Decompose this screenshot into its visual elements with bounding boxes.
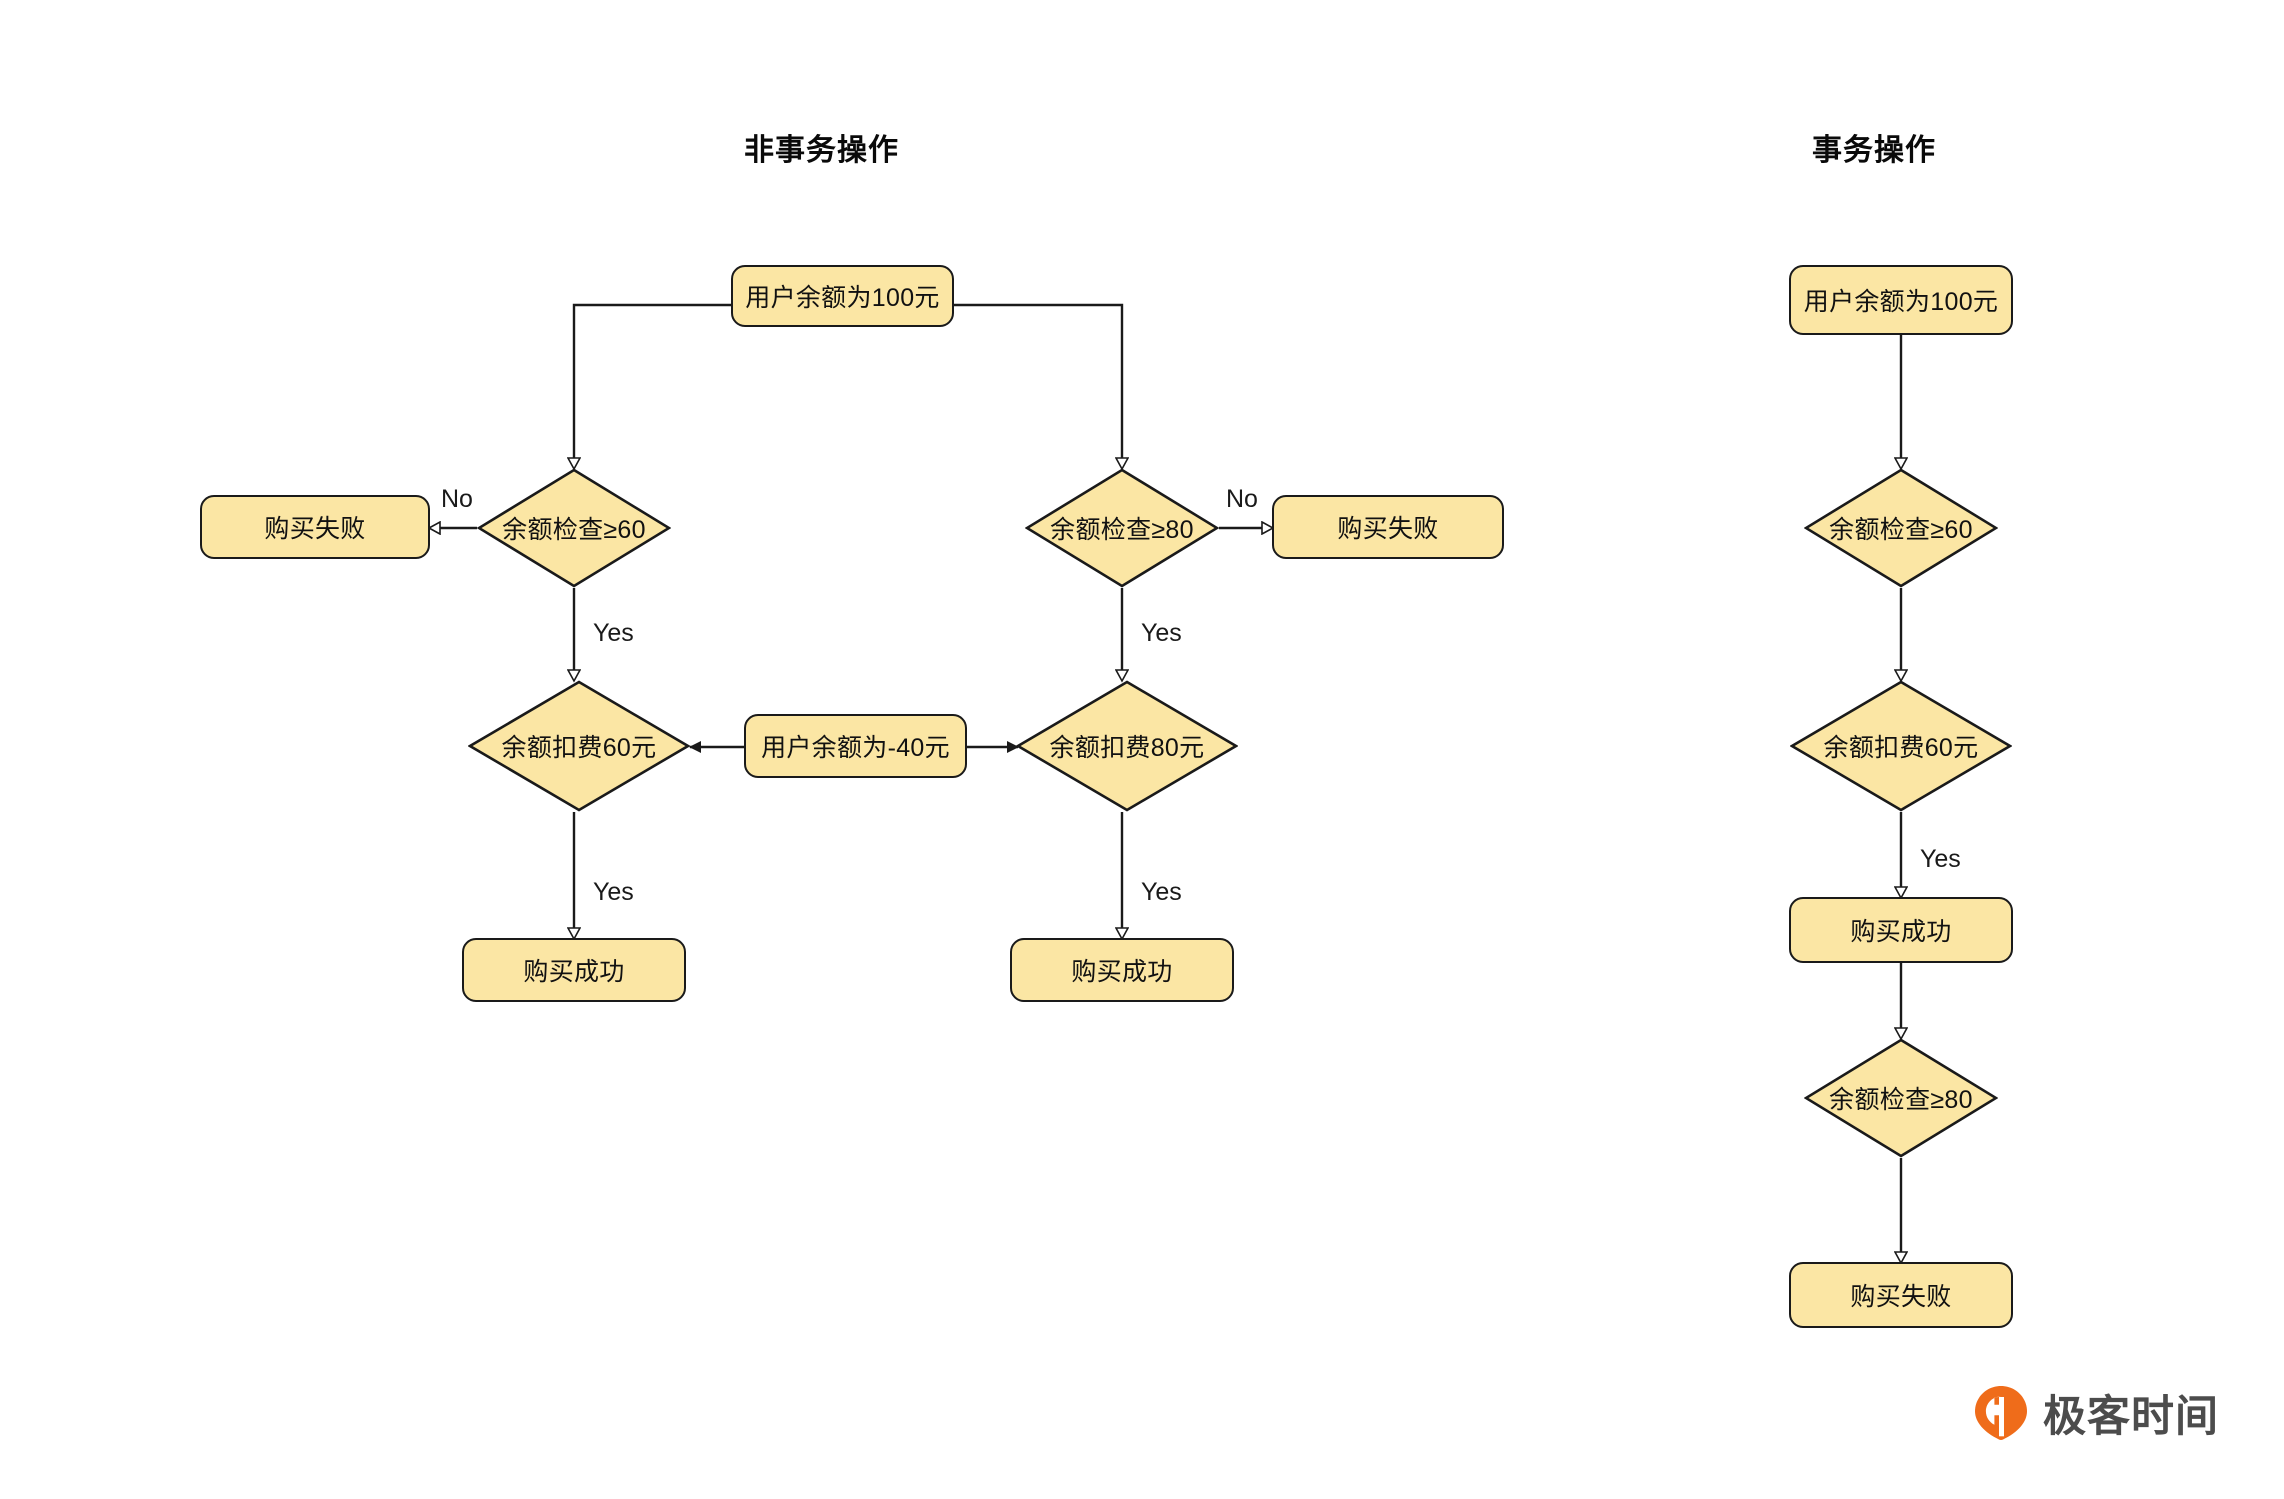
left-check60-label: 余额检查≥60 [502,516,646,544]
left-check80-decision[interactable]: 余额检查≥80 [1025,468,1219,588]
right-deduct60-label: 余额扣费60元 [1823,734,1979,762]
right-check80-decision[interactable]: 余额检查≥80 [1804,1038,1998,1158]
geektime-pin-icon [1973,1385,2029,1441]
edge-label-no-left: No [441,485,473,513]
diamond-shape [1790,680,2012,812]
edge-label-yes-right-2: Yes [1141,878,1182,906]
diamond-shape [1804,468,1998,588]
left-middle-note-node[interactable]: 用户余额为-40元 [744,714,967,778]
left-fail-node-2[interactable]: 购买失败 [1272,495,1504,559]
diamond-shape [1025,468,1219,588]
left-fail-node-1[interactable]: 购买失败 [200,495,430,559]
geektime-logo: 极客时间 [1973,1382,2219,1444]
left-success-node-2[interactable]: 购买成功 [1010,938,1234,1002]
right-deduct60-decision[interactable]: 余额扣费60元 [1790,680,2012,812]
right-check80-label: 余额检查≥80 [1829,1086,1973,1114]
right-check60-decision[interactable]: 余额检查≥60 [1804,468,1998,588]
diamond-shape [477,468,671,588]
right-start-node[interactable]: 用户余额为100元 [1789,265,2013,335]
left-diagram-title: 非事务操作 [744,134,899,167]
left-deduct60-decision[interactable]: 余额扣费60元 [468,680,690,812]
right-success-node[interactable]: 购买成功 [1789,897,2013,963]
edge-label-yes-right-1: Yes [1141,619,1182,647]
left-deduct60-label: 余额扣费60元 [501,734,657,762]
diamond-shape [1016,680,1238,812]
right-check60-label: 余额检查≥60 [1829,516,1973,544]
right-diagram-title: 事务操作 [1812,134,1936,167]
edge-label-yes-left-2: Yes [593,878,634,906]
diamond-shape [1804,1038,1998,1158]
geektime-logo-text: 极客时间 [2043,1393,2219,1441]
edge-label-yes-left-1: Yes [593,619,634,647]
edge-label-no-right: No [1226,485,1258,513]
left-check60-decision[interactable]: 余额检查≥60 [477,468,671,588]
right-fail-node[interactable]: 购买失败 [1789,1262,2013,1328]
left-success-node-1[interactable]: 购买成功 [462,938,686,1002]
edge-label-yes-right-column: Yes [1920,845,1961,873]
diamond-shape [468,680,690,812]
left-deduct80-decision[interactable]: 余额扣费80元 [1016,680,1238,812]
left-check80-label: 余额检查≥80 [1050,516,1194,544]
left-deduct80-label: 余额扣费80元 [1049,734,1205,762]
left-start-node[interactable]: 用户余额为100元 [731,265,954,327]
